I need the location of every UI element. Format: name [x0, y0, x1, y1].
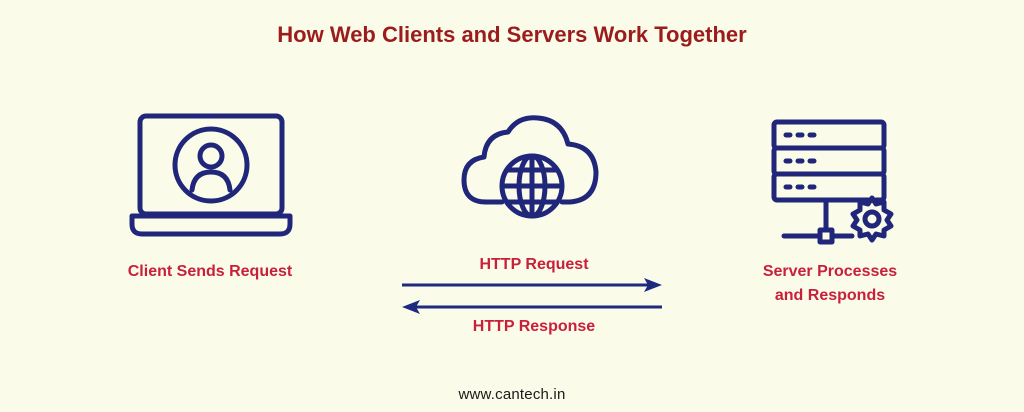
- diagram-title: How Web Clients and Servers Work Togethe…: [277, 22, 747, 47]
- request-arrow: [402, 278, 662, 314]
- client-caption: Client Sends Request: [127, 263, 293, 280]
- server-caption-line2: and Responds: [774, 287, 886, 304]
- response-arrow: [402, 300, 662, 314]
- cloud-globe-icon: [461, 115, 599, 219]
- http-request-label: HTTP Request: [479, 256, 589, 273]
- laptop-user-icon: [129, 113, 293, 237]
- server-gear-icon: [771, 119, 894, 245]
- server-caption-line1: Server Processes: [762, 263, 898, 280]
- website-footer[interactable]: www.cantech.in: [458, 386, 566, 403]
- http-response-label: HTTP Response: [472, 318, 596, 335]
